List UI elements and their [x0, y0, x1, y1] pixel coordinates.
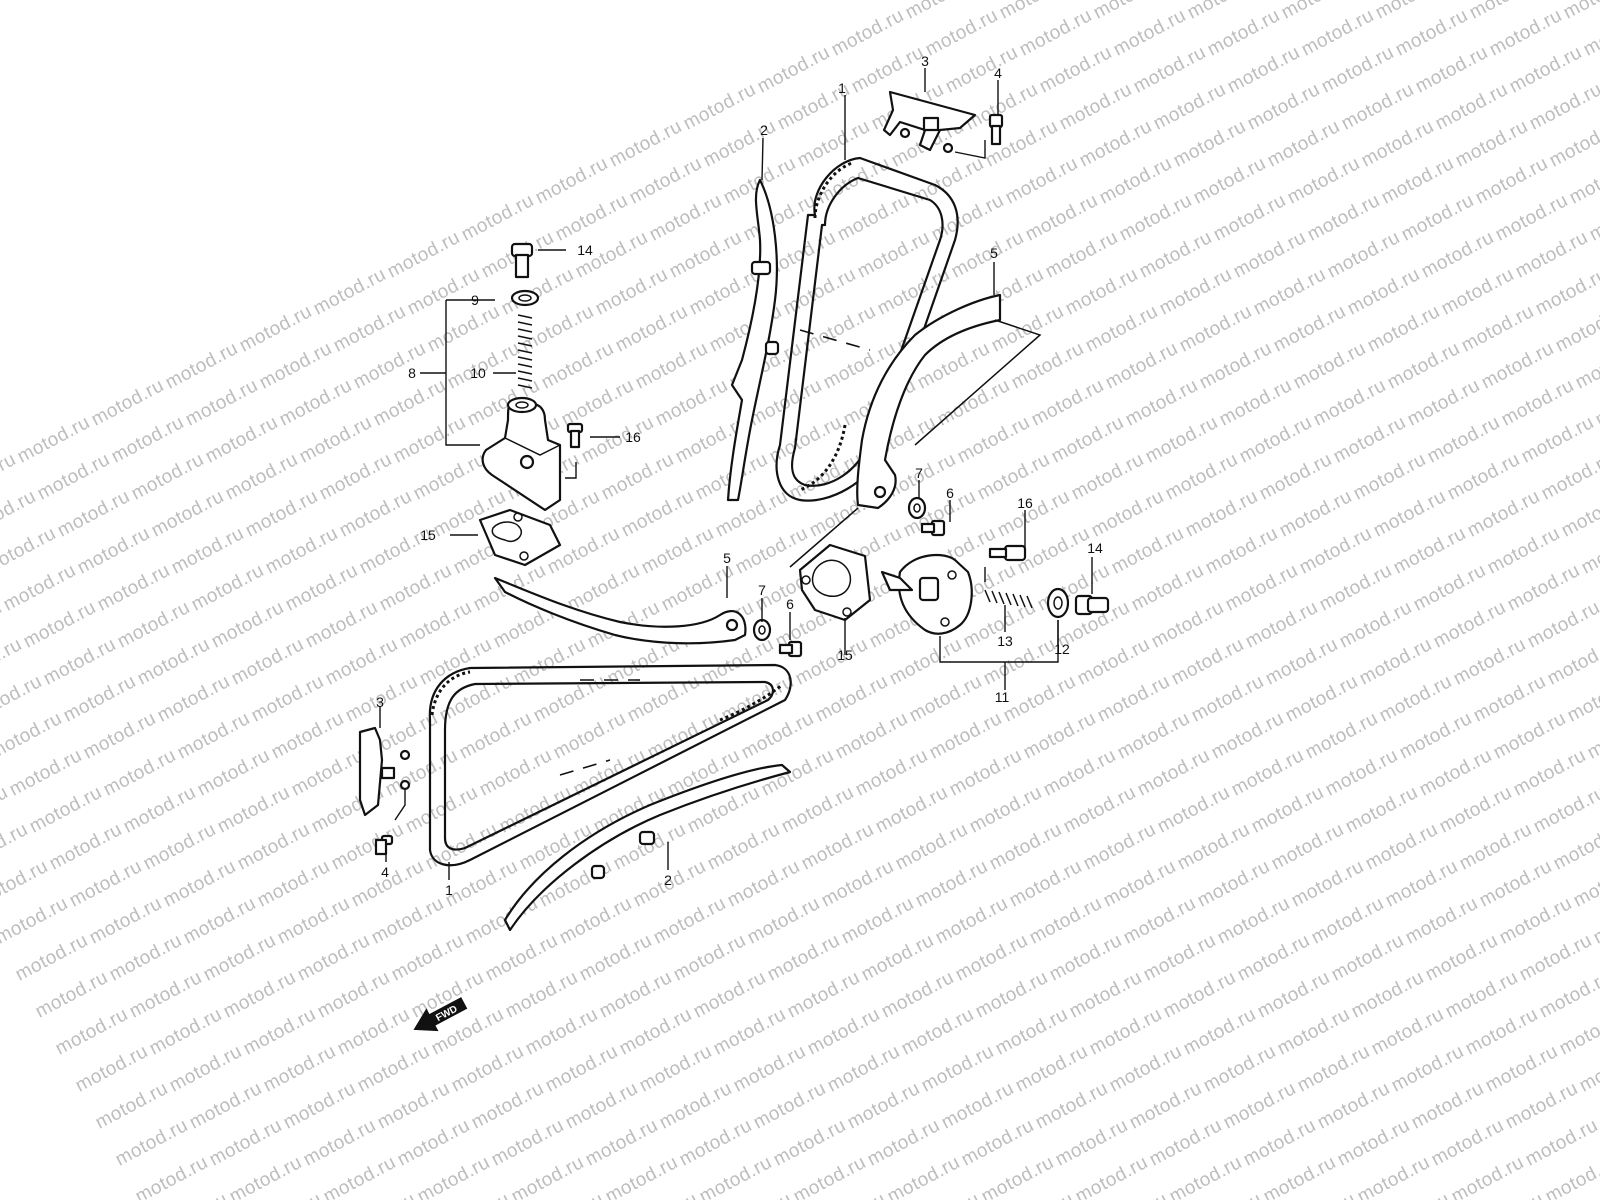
- callout-7-bottom: 7: [758, 582, 766, 598]
- callout-13: 13: [997, 633, 1013, 649]
- callout-2-top: 2: [760, 122, 768, 138]
- callout-14-left: 14: [577, 242, 593, 258]
- callout-4-top: 4: [994, 65, 1002, 81]
- callout-16-left: 16: [625, 429, 641, 445]
- fwd-arrow-icon: FWD: [413, 997, 468, 1032]
- chain-guide-upper: [726, 178, 780, 502]
- washer-top: [907, 496, 927, 520]
- callout-5-top: 5: [990, 245, 998, 261]
- callouts: 1 2 3 4 5 7 6 16 14 9 8 10 16 15 5 7 6 1…: [376, 53, 1103, 898]
- callout-5-bottom: 5: [723, 550, 731, 566]
- callout-4-bottom: 4: [381, 864, 389, 880]
- callout-2-bottom: 2: [664, 872, 672, 888]
- spring-13: [984, 589, 1033, 609]
- callout-8: 8: [408, 365, 416, 381]
- tensioner-body-right: [880, 554, 973, 635]
- callout-3-bottom: 3: [376, 694, 384, 710]
- cam-chain-lower: [428, 663, 792, 867]
- bolt-16-right: [988, 544, 1027, 562]
- callout-15-center: 15: [837, 647, 853, 663]
- bolt-16-left: [566, 422, 584, 449]
- washer-12: [1046, 587, 1070, 619]
- tensioner-body-left: [481, 396, 562, 512]
- spring-10: [517, 314, 533, 389]
- chain-guide-lower: [503, 763, 792, 932]
- callout-1-bottom: 1: [445, 882, 453, 898]
- gasket-15-left: [478, 508, 562, 567]
- callout-9: 9: [471, 292, 479, 308]
- tensioner-guide-upper: [856, 293, 1042, 510]
- bolt-14-left: [510, 242, 534, 279]
- tensioner-guide-lower: [493, 576, 747, 645]
- bolt-4-top: [988, 113, 1004, 146]
- callout-6-bottom: 6: [786, 596, 794, 612]
- washer-bottom: [752, 618, 772, 642]
- gasket-15-center: [798, 543, 872, 622]
- bolt-bottom: [778, 640, 803, 658]
- chain-bracket-top: [882, 90, 986, 159]
- callout-15-left: 15: [420, 527, 436, 543]
- bolt-14-right: [1074, 594, 1110, 616]
- callout-12: 12: [1054, 641, 1070, 657]
- callout-11: 11: [995, 689, 1010, 705]
- chain-bracket-bottom: [358, 726, 411, 821]
- callout-3-top: 3: [921, 53, 929, 69]
- callout-14-right: 14: [1087, 540, 1103, 556]
- callout-10: 10: [470, 365, 486, 381]
- callout-7-top: 7: [915, 465, 923, 481]
- callout-6-top: 6: [946, 485, 954, 501]
- bolt-4-bottom: [374, 834, 394, 856]
- washer-9: [510, 289, 540, 307]
- callout-1-top: 1: [838, 80, 846, 96]
- bolt-top: [920, 519, 946, 537]
- fwd-label: FWD: [434, 1004, 459, 1024]
- callout-16-top: 16: [1017, 495, 1033, 511]
